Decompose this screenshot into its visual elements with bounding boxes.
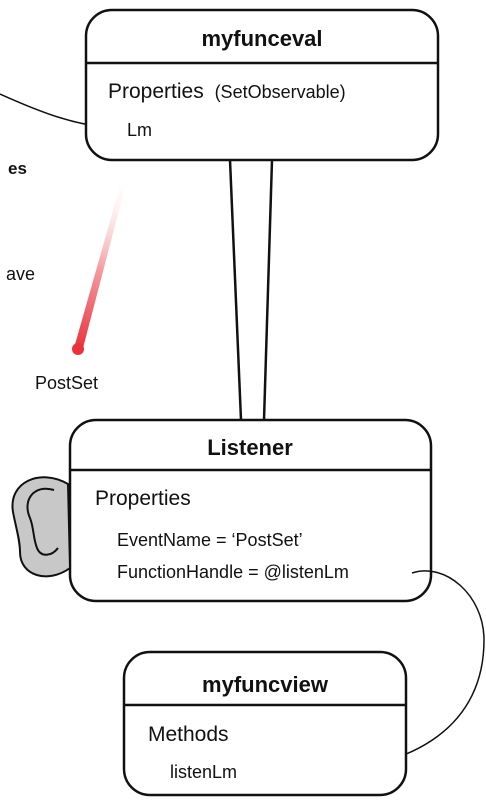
ear-icon <box>11 476 72 578</box>
event-beam-icon <box>74 168 130 352</box>
event-name-property: EventName = ‘PostSet’ <box>117 530 303 550</box>
set-observable-note: (SetObservable) <box>215 82 346 102</box>
function-handle-property: FunctionHandle = @listenLm <box>117 562 349 582</box>
methods-label: Methods <box>148 723 229 746</box>
left-cut-label-2: ave <box>6 264 35 284</box>
lm-property: Lm <box>127 120 152 140</box>
left-cut-label-1: es <box>8 159 27 178</box>
myfuncview-box: myfuncview Methods listenLm <box>122 650 408 797</box>
postset-event-label: PostSet <box>35 373 98 393</box>
listenlm-method: listenLm <box>170 762 237 782</box>
myfunceval-properties-label: Properties <box>108 80 204 103</box>
listener-title: Listener <box>207 435 293 460</box>
event-beam-tip <box>72 343 84 355</box>
myfunceval-box: myfunceval Properties (SetObservable) Lm <box>84 8 440 162</box>
listener-box: Listener Properties EventName = ‘PostSet… <box>68 418 433 603</box>
connector-bridge <box>228 159 274 421</box>
listener-properties-label: Properties <box>95 487 191 510</box>
myfuncview-title: myfuncview <box>202 672 329 697</box>
myfunceval-title: myfunceval <box>201 26 322 51</box>
svg-text:Properties (SetObservabl: Properties (SetObservable) <box>108 80 346 103</box>
